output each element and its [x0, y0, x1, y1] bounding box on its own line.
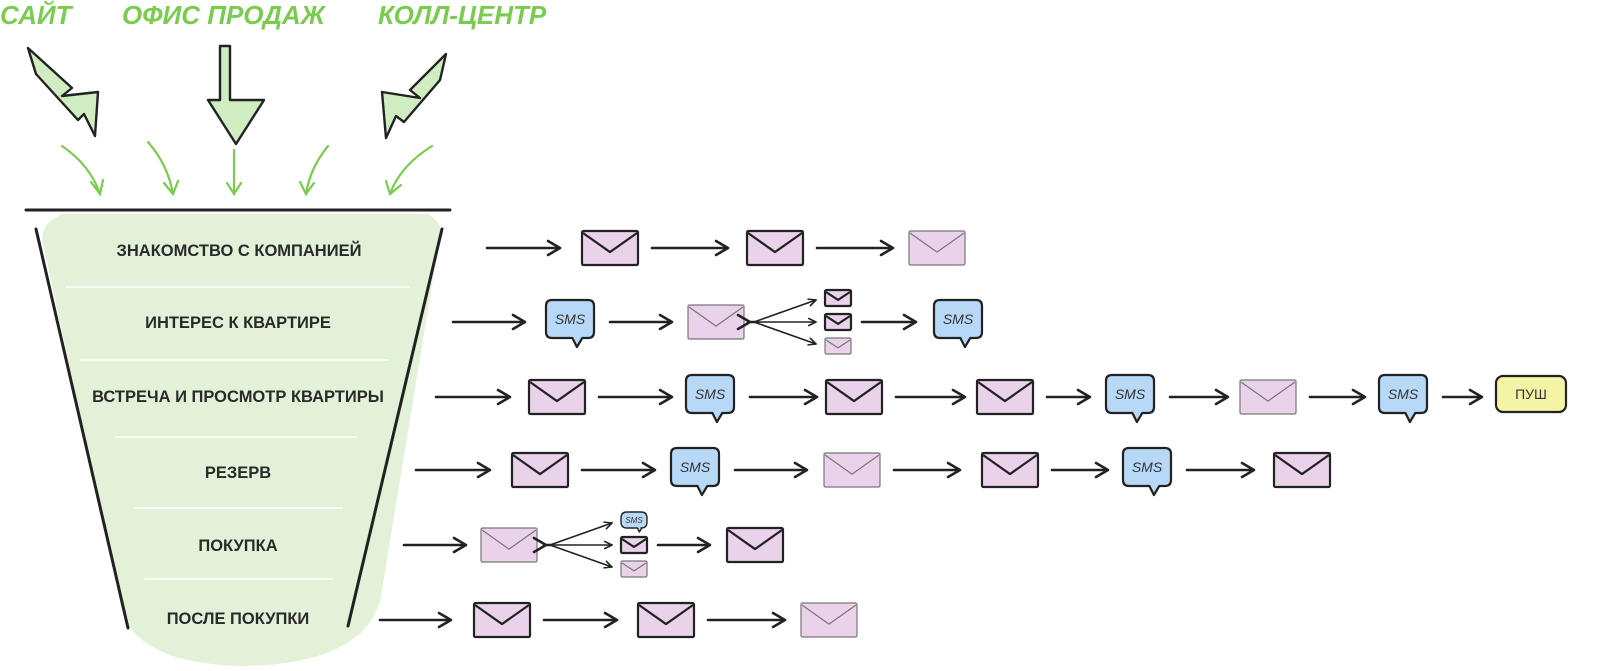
small-arrow-icon: [298, 180, 316, 197]
arrow-right-icon: [1045, 388, 1092, 406]
source-label-site: САЙТ: [0, 0, 74, 30]
envelope-icon: [725, 526, 785, 564]
big-arrow-icon-site: [26, 46, 100, 138]
communication-chains: SMS SMS SMS SMS SMS ПУШ SMS SMS SMS: [378, 229, 1568, 639]
small-arrow-icon: [304, 144, 330, 196]
arrow-right-icon: [1308, 388, 1367, 406]
big-arrow-icon-call-center: [380, 52, 448, 140]
arrow-right-icon: [414, 461, 492, 479]
envelope-icon: [580, 229, 640, 267]
stage-label-acquaintance: ЗНАКОМСТВО С КОМПАНИЕЙ: [117, 241, 362, 260]
envelope-icon: [908, 230, 966, 266]
small-arrows: [60, 140, 434, 197]
envelope-icon: [472, 601, 532, 639]
small-arrow-icon: [60, 144, 102, 196]
envelope-icon: [824, 378, 884, 416]
arrow-right-icon: [451, 313, 527, 331]
sms-label: SMS: [680, 459, 711, 475]
sms-label: SMS: [625, 516, 643, 525]
envelope-icon: [800, 602, 858, 638]
funnel-fill: [42, 214, 442, 666]
arrow-right-icon: [650, 239, 730, 257]
envelope-icon: [510, 451, 570, 489]
push-label: ПУШ: [1515, 386, 1547, 402]
envelope-icon: [823, 452, 881, 488]
sms-label: SMS: [1132, 459, 1163, 475]
fan-arrows-icon: [753, 298, 817, 346]
envelope-icon: [527, 378, 587, 416]
envelope-icon: [824, 337, 852, 355]
arrow-right-icon: [485, 239, 562, 257]
sales-funnel: [24, 208, 452, 666]
arrow-right-icon: [580, 461, 657, 479]
envelope-icon: [823, 312, 853, 332]
fan-arrows-icon: [549, 521, 613, 569]
arrow-right-icon: [748, 388, 819, 406]
stage-label-after-purchase: ПОСЛЕ ПОКУПКИ: [167, 610, 310, 628]
push-badge-icon: ПУШ: [1494, 374, 1568, 414]
arrow-right-icon: [706, 611, 787, 629]
stage-label-interest: ИНТЕРЕС К КВАРТИРЕ: [145, 314, 331, 332]
arrow-right-icon: [656, 536, 712, 554]
arrow-right-icon: [894, 388, 967, 406]
source-label-call-center: КОЛЛ-ЦЕНТР: [378, 0, 547, 30]
envelope-icon: [823, 288, 853, 308]
sms-bubble-icon: SMS: [932, 298, 984, 349]
sms-bubble-icon: SMS: [1104, 373, 1156, 424]
arrow-right-icon: [1050, 461, 1110, 479]
source-label-sales-office: ОФИС ПРОДАЖ: [122, 0, 327, 30]
small-arrow-icon: [225, 181, 243, 197]
arrow-right-icon: [597, 388, 674, 406]
stage-label-meeting: ВСТРЕЧА И ПРОСМОТР КВАРТИРЫ: [92, 388, 384, 406]
sms-label: SMS: [695, 386, 726, 402]
arrow-right-icon: [733, 461, 809, 479]
funnel-left-edge: [34, 227, 130, 630]
small-arrow-icon: [89, 178, 105, 197]
envelope-icon: [980, 451, 1040, 489]
arrow-right-icon: [542, 611, 619, 629]
envelope-icon: [745, 229, 805, 267]
envelope-icon: [687, 304, 745, 340]
sms-bubble-icon: SMS: [684, 373, 736, 424]
arrow-right-icon: [1441, 388, 1484, 406]
arrow-right-icon: [378, 611, 453, 629]
stage-label-purchase: ПОКУПКА: [198, 537, 277, 555]
envelope-icon: [619, 535, 649, 555]
arrow-right-icon: [1168, 388, 1230, 406]
small-arrow-icon: [146, 140, 175, 196]
sms-label: SMS: [943, 311, 974, 327]
small-arrow-icon: [384, 179, 403, 196]
envelope-icon: [975, 378, 1035, 416]
sms-label: SMS: [1115, 386, 1146, 402]
arrow-right-icon: [1185, 461, 1256, 479]
arrow-right-icon: [815, 239, 895, 257]
sms-label: SMS: [1388, 386, 1419, 402]
stage-label-reserve: РЕЗЕРВ: [205, 464, 271, 482]
sms-bubble-icon: SMS: [669, 446, 721, 497]
sms-label: SMS: [555, 311, 586, 327]
sms-bubble-icon: SMS: [544, 298, 596, 349]
arrow-right-icon: [402, 536, 468, 554]
arrow-right-icon: [608, 313, 674, 331]
envelope-icon: [1272, 451, 1332, 489]
small-arrow-icon: [162, 179, 180, 197]
arrow-right-icon: [892, 461, 962, 479]
arrow-right-icon: [860, 313, 918, 331]
arrow-right-icon: [434, 388, 512, 406]
envelope-icon: [620, 560, 648, 578]
sms-bubble-icon: SMS: [620, 511, 648, 533]
small-arrow-icon: [388, 144, 434, 196]
sms-bubble-icon: SMS: [1377, 373, 1429, 424]
sms-bubble-icon: SMS: [1121, 446, 1173, 497]
envelope-icon: [480, 527, 538, 563]
big-arrow-icon-office: [206, 44, 266, 146]
funnel-right-edge: [346, 227, 444, 628]
envelope-icon: [1239, 379, 1297, 415]
envelope-icon: [636, 601, 696, 639]
